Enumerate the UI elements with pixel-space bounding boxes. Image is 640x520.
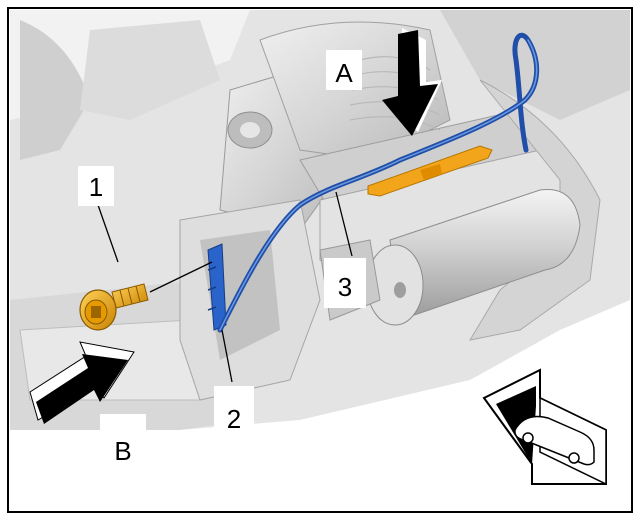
callout-3-label: 3 xyxy=(338,272,352,302)
leader-lines xyxy=(97,191,353,383)
bolt-icon xyxy=(79,283,149,331)
view-b-label: B xyxy=(114,436,131,466)
arrow-b xyxy=(29,341,135,424)
view-b-box xyxy=(100,414,146,470)
callout-1-box xyxy=(78,166,114,206)
view-a-box xyxy=(326,50,362,90)
clip-part xyxy=(367,145,493,197)
callout-1-label: 1 xyxy=(89,172,103,202)
cable-highlight xyxy=(219,39,538,331)
callout-2-box xyxy=(214,386,254,440)
direction-of-travel-car-icon xyxy=(482,368,607,486)
arrow-a xyxy=(382,28,442,136)
view-a-label: A xyxy=(335,58,353,88)
bracket-part xyxy=(207,243,227,331)
callout-2-label: 2 xyxy=(227,404,241,434)
callout-3-box xyxy=(324,258,366,308)
